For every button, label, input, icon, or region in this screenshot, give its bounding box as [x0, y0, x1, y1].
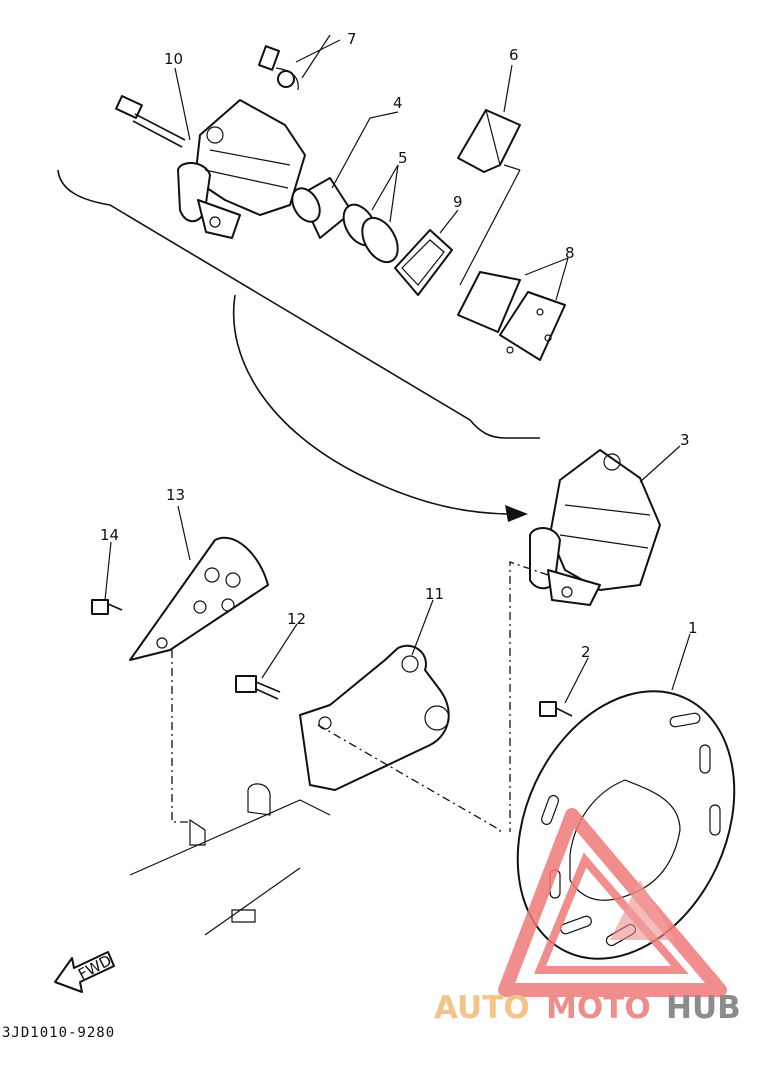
label-part-3: 3 [680, 431, 690, 449]
watermark-hub: HUB [666, 990, 741, 1026]
label-part-8: 8 [565, 244, 575, 262]
watermark-logo [498, 808, 727, 997]
label-part-6: 6 [509, 46, 519, 64]
label-part-1: 1 [688, 619, 698, 637]
label-part-2: 2 [581, 643, 591, 661]
label-part-13: 13 [166, 486, 185, 504]
assembly-arrow [232, 294, 521, 515]
label-part-7: 7 [347, 30, 357, 48]
assembly-arrow-head [505, 505, 528, 522]
caliper-body-detail [177, 99, 306, 239]
alignment-line-bracket [317, 724, 501, 835]
part-8-brake-pads [457, 271, 566, 361]
part-6-spring [457, 109, 521, 173]
label-part-11: 11 [425, 585, 444, 603]
label-part-5: 5 [398, 149, 408, 167]
detail-panel-outline [57, 169, 540, 439]
watermark-text: AUTO MOTO HUB [434, 990, 741, 1026]
part-5-seals [342, 203, 399, 264]
label-part-10: 10 [164, 50, 183, 68]
part-3-caliper-assembly [529, 449, 661, 606]
part-4-piston [291, 177, 353, 239]
watermark-triangle-small [610, 880, 675, 940]
part-13-caliper-guard [129, 536, 269, 661]
label-part-12: 12 [287, 610, 306, 628]
part-9-shim [394, 229, 453, 296]
part-7-bleeder [258, 45, 299, 91]
watermark-moto: MOTO [546, 990, 651, 1026]
watermark-auto: AUTO [434, 990, 530, 1026]
label-part-9: 9 [453, 193, 463, 211]
forward-direction-arrow: FWD [54, 951, 115, 993]
part-2-bolt [539, 701, 573, 717]
swingarm [129, 783, 331, 936]
part-14-bolt [91, 599, 123, 615]
leader-lines [104, 34, 691, 704]
part-12-bolt [235, 675, 281, 700]
part-11-caliper-bracket [299, 644, 450, 791]
part-10-bolt [115, 95, 186, 148]
alignment-line-guard [171, 650, 190, 823]
fwd-label: FWD [75, 951, 114, 983]
alignment-line-caliper [509, 561, 549, 832]
diagram-reference-code: 3JD1010-9280 [2, 1025, 115, 1041]
label-part-14: 14 [100, 526, 119, 544]
label-part-4: 4 [393, 94, 403, 112]
